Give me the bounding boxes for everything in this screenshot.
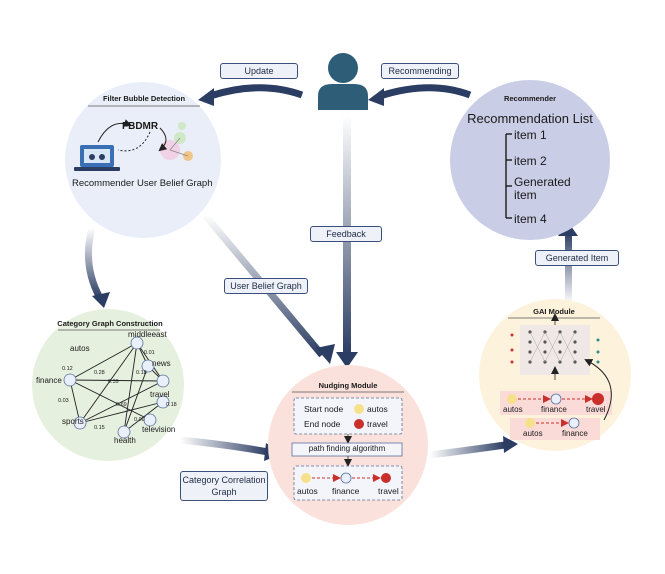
cat-label-travel: travel (150, 390, 170, 399)
recommending-arrow (368, 84, 472, 106)
filter-bubble-circle (65, 82, 221, 238)
category-correlation-label: Category Correlation Graph (180, 471, 268, 501)
gai-label-finance: finance (541, 405, 567, 414)
gai-node-autos (507, 394, 517, 404)
start-node-dot (354, 404, 364, 414)
cat-label-health: health (114, 436, 136, 445)
user-belief-graph-label: User Belief Graph (224, 278, 308, 294)
end-node-dot (354, 419, 364, 429)
path-label-finance: finance (332, 486, 360, 496)
edge-weight-4: 0.01 (144, 350, 155, 356)
end-node-label: End node (304, 419, 341, 429)
user-icon (318, 53, 368, 110)
node-television (156, 395, 170, 409)
rec-item-3: Generated item (514, 175, 571, 202)
gai-node-autos-2 (525, 418, 535, 428)
recommender-circle (450, 80, 610, 240)
recommendation-list-title: Recommendation List (467, 111, 593, 126)
edge-weight-1: 0.12 (62, 366, 73, 372)
belief-graph-icon (160, 122, 193, 161)
cat-label-autos: autos (70, 344, 90, 353)
cat-label-news: news (152, 359, 171, 368)
filter-bubble-title: Filter Bubble Detection (102, 94, 186, 103)
edge-weight-3: 0.39 (108, 379, 119, 385)
edge-weight-8: 0.18 (166, 402, 177, 408)
gai-node-travel (592, 393, 604, 405)
recommending-label: Recommending (381, 63, 459, 79)
rec-item-2: item 2 (514, 154, 547, 168)
fbdmr-label: FBDMR (122, 121, 159, 132)
node-sports (73, 416, 87, 430)
rec-item-1: item 1 (514, 128, 547, 142)
edge-weight-6: 0.03 (58, 398, 69, 404)
gai-node-finance-2 (568, 417, 580, 429)
edge-weight-7: 0.69 (116, 402, 127, 408)
user-belief-graph-caption: User Belief Graph (137, 178, 213, 189)
end-node-value: travel (367, 419, 388, 429)
edge-weight-10: 0.15 (94, 425, 105, 431)
path-node-finance (340, 472, 352, 484)
cat-label-television: television (142, 425, 176, 434)
recommender-caption: Recommender (72, 178, 135, 189)
gai-label-autos: autos (503, 405, 523, 414)
path-label-travel: travel (378, 486, 399, 496)
laptop-icon (74, 145, 120, 171)
cat-label-finance: finance (36, 376, 62, 385)
update-arrow (198, 84, 304, 106)
feedback-label: Feedback (310, 226, 382, 242)
path-node-autos (301, 473, 311, 483)
start-node-value: autos (367, 404, 388, 414)
path-label-autos: autos (297, 486, 318, 496)
path-node-travel (381, 473, 391, 483)
node-news (141, 359, 155, 373)
recommender-title: Recommender (503, 94, 557, 103)
node-travel (156, 374, 170, 388)
rec-item-4: item 4 (514, 212, 547, 226)
start-node-label: Start node (304, 404, 344, 414)
start-end-box (293, 397, 403, 435)
node-health (117, 425, 131, 439)
edge-weight-5: 0.18 (136, 370, 147, 376)
node-extra (143, 413, 157, 427)
category-graph-title: Category Graph Construction (57, 319, 163, 328)
nudging-to-gai-arrow (429, 436, 518, 459)
node-middleeast (130, 336, 144, 350)
update-label: Update (220, 63, 298, 79)
gai-node-finance (550, 393, 562, 405)
gai-label-finance-2: finance (562, 429, 588, 438)
algorithm-label: path finding algorithm (308, 444, 386, 453)
nudging-title: Nudging Module (318, 381, 378, 390)
gai-label-travel: travel (586, 405, 606, 414)
node-finance (63, 373, 77, 387)
gai-label-autos-2: autos (523, 429, 543, 438)
generated-item-label: Generated Item (535, 250, 619, 266)
gai-title: GAI Module (533, 307, 575, 316)
filter-to-category-arrow (84, 227, 110, 308)
edge-weight-2: 0.28 (94, 370, 105, 376)
cat-label-middleeast: middleeast (128, 330, 167, 339)
edge-weight-9: 0.06 (134, 417, 145, 423)
cat-label-sports: sports (62, 417, 84, 426)
algorithm-box (291, 442, 403, 457)
recommendation-tree (505, 133, 512, 219)
